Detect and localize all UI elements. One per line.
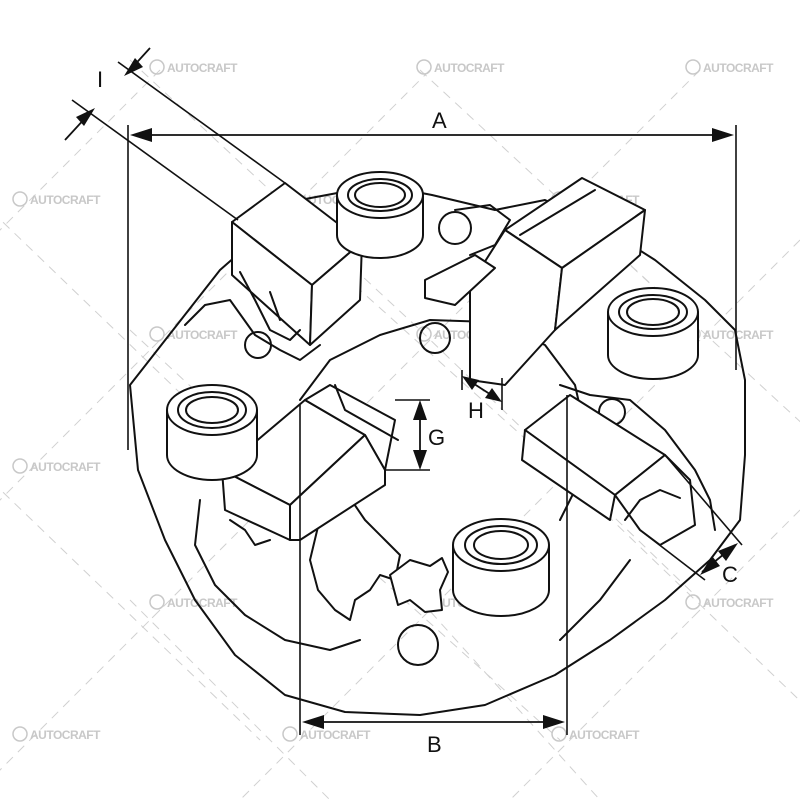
dimension-label-h: H bbox=[468, 398, 484, 423]
brush-holder-right bbox=[521, 429, 616, 521]
svg-text:AUTOCRAFT: AUTOCRAFT bbox=[434, 61, 505, 75]
terminal-stud bbox=[336, 171, 424, 259]
watermark-logo: AUTOCRAFT bbox=[685, 326, 775, 342]
watermark-logo: AUTOCRAFT bbox=[149, 326, 239, 342]
dimension-label-b: B bbox=[427, 732, 442, 757]
brush-holder-top-right bbox=[424, 254, 496, 306]
watermark-logo: AUTOCRAFT bbox=[685, 59, 775, 75]
watermark-logo: AUTOCRAFT bbox=[12, 458, 102, 474]
brush-holder-middle-left bbox=[304, 384, 396, 471]
insulator-piece bbox=[309, 497, 401, 621]
svg-text:AUTOCRAFT: AUTOCRAFT bbox=[167, 61, 238, 75]
base-plate bbox=[129, 184, 746, 716]
mounting-hole bbox=[419, 322, 451, 354]
watermark-logo: AUTOCRAFT bbox=[416, 59, 506, 75]
brush-holder-top-left bbox=[309, 241, 363, 346]
plate-step bbox=[559, 384, 716, 531]
terminal-stud bbox=[452, 518, 550, 617]
watermark-logo: AUTOCRAFT bbox=[685, 594, 775, 610]
watermark-logo: AUTOCRAFT bbox=[149, 594, 239, 610]
insulator-piece bbox=[389, 557, 449, 613]
terminal-stud bbox=[166, 384, 258, 481]
svg-text:AUTOCRAFT: AUTOCRAFT bbox=[167, 596, 238, 610]
dimension-g: G bbox=[385, 399, 445, 471]
mounting-hole bbox=[397, 624, 439, 666]
dimension-c: C bbox=[639, 454, 743, 587]
dimension-h: H bbox=[461, 370, 503, 423]
terminal-stud bbox=[607, 287, 699, 380]
brush-holder-middle-left bbox=[289, 434, 386, 541]
svg-text:AUTOCRAFT: AUTOCRAFT bbox=[703, 328, 774, 342]
dimension-label-c: C bbox=[722, 562, 738, 587]
plate-step bbox=[194, 499, 361, 651]
watermark-logo: AUTOCRAFT bbox=[12, 726, 102, 742]
watermark-grid bbox=[0, 59, 800, 800]
brush-holder-top-right bbox=[554, 209, 646, 331]
mounting-hole bbox=[438, 211, 472, 245]
brush-holder-top-right bbox=[519, 189, 596, 236]
brush-holder-middle-left bbox=[334, 384, 399, 441]
plate-step bbox=[454, 204, 511, 256]
dimension-a: A bbox=[127, 108, 737, 450]
svg-text:AUTOCRAFT: AUTOCRAFT bbox=[30, 460, 101, 474]
dimension-label-i: I bbox=[97, 67, 103, 92]
plate-step bbox=[184, 299, 321, 361]
svg-text:AUTOCRAFT: AUTOCRAFT bbox=[167, 328, 238, 342]
svg-text:AUTOCRAFT: AUTOCRAFT bbox=[703, 61, 774, 75]
watermark-logo: AUTOCRAFT bbox=[282, 726, 372, 742]
dimension-label-g: G bbox=[428, 425, 445, 450]
dimension-i: I bbox=[64, 47, 286, 221]
svg-text:AUTOCRAFT: AUTOCRAFT bbox=[30, 193, 101, 207]
brush-holder-top-left bbox=[239, 271, 301, 341]
brush-holder-middle-left bbox=[229, 519, 271, 546]
watermark-logo: AUTOCRAFT bbox=[12, 191, 102, 207]
svg-text:AUTOCRAFT: AUTOCRAFT bbox=[300, 728, 371, 742]
watermark-logo: AUTOCRAFT bbox=[149, 59, 239, 75]
mounting-hole bbox=[244, 331, 272, 359]
svg-text:AUTOCRAFT: AUTOCRAFT bbox=[569, 728, 640, 742]
dimension-b: B bbox=[299, 395, 568, 757]
dimension-label-a: A bbox=[432, 108, 447, 133]
svg-text:AUTOCRAFT: AUTOCRAFT bbox=[703, 596, 774, 610]
svg-text:AUTOCRAFT: AUTOCRAFT bbox=[30, 728, 101, 742]
watermark-logo: AUTOCRAFT bbox=[551, 726, 641, 742]
plate-step bbox=[559, 559, 631, 641]
brush-holder-right bbox=[624, 489, 681, 521]
brush-holder-top-left bbox=[269, 291, 281, 321]
